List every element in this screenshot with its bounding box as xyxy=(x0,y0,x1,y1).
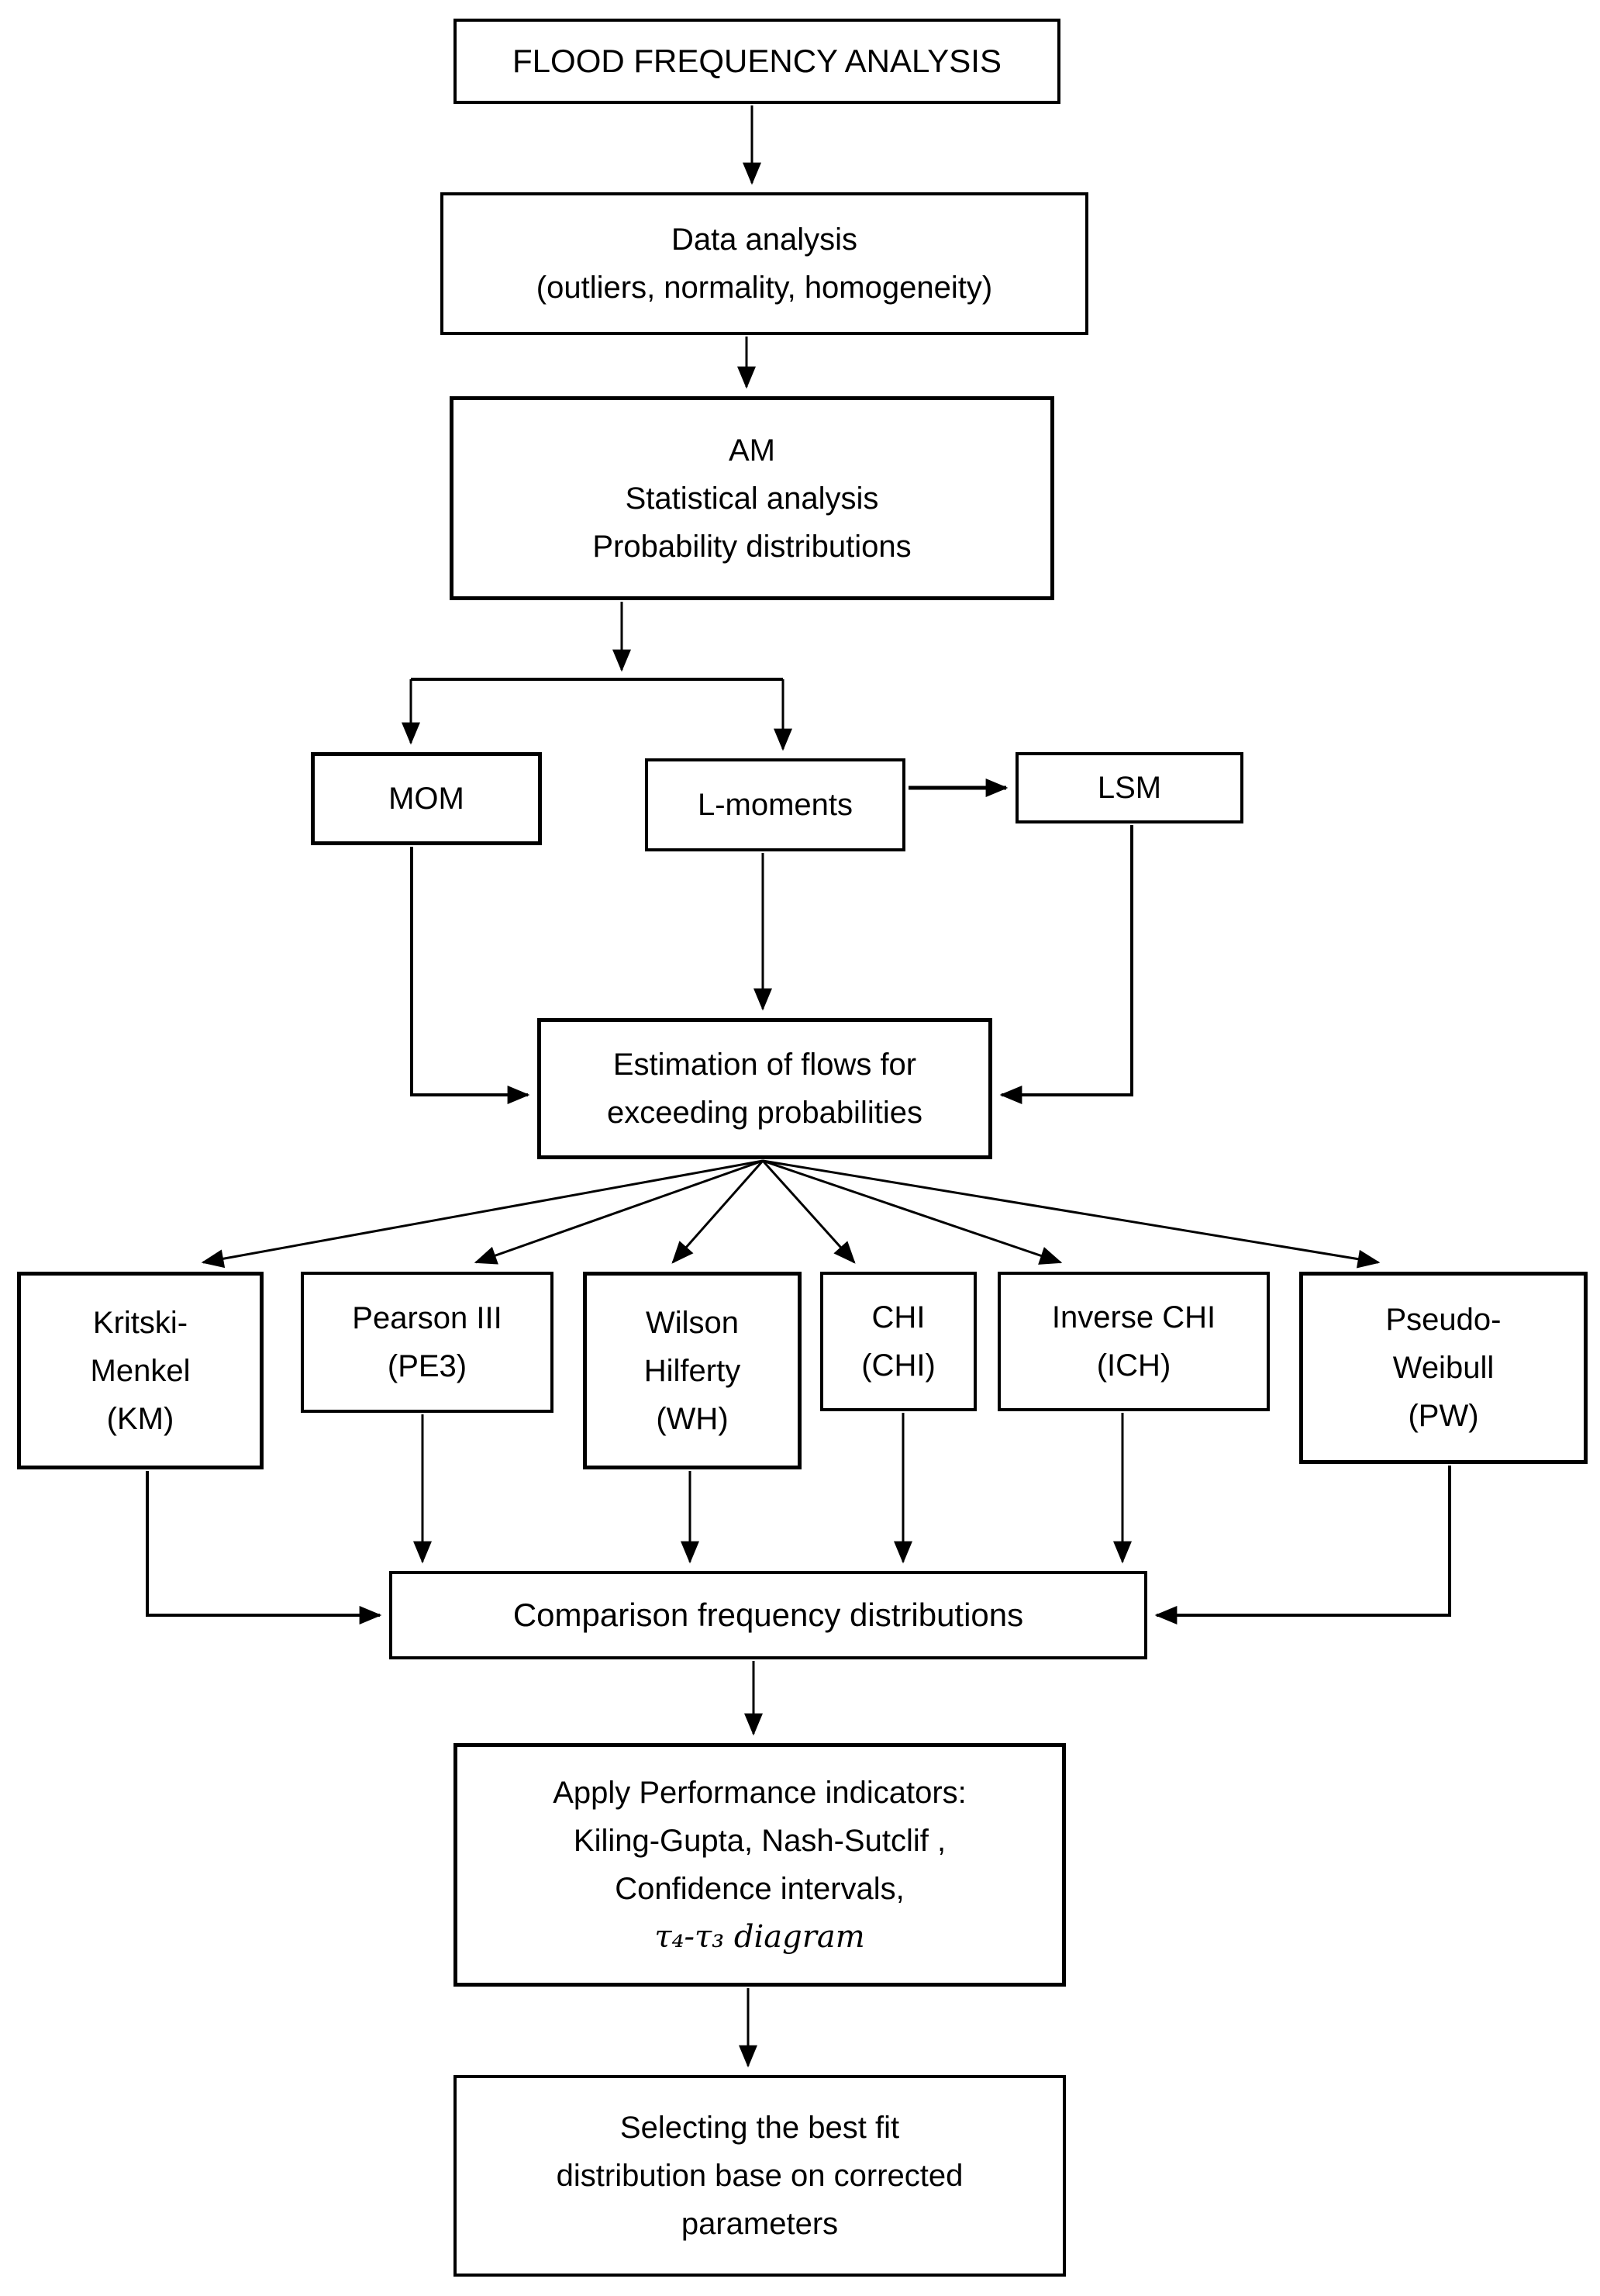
node-am-statistical-analysis: AM Statistical analysis Probability dist… xyxy=(450,396,1054,600)
node-line: Menkel xyxy=(90,1353,191,1388)
node-line: Inverse CHI xyxy=(1051,1300,1216,1334)
node-line: (WH) xyxy=(656,1401,729,1436)
node-lsm: LSM xyxy=(1016,752,1243,823)
node-line: Wilson xyxy=(645,1305,740,1340)
node-line: CHI xyxy=(871,1300,926,1334)
node-l-moments: L-moments xyxy=(645,758,905,851)
arrow-estimation-to-wh xyxy=(671,1160,764,1264)
node-line: Confidence intervals, xyxy=(615,1872,905,1906)
node-line: Hilferty xyxy=(643,1353,741,1388)
node-line: Probability distributions xyxy=(592,529,912,564)
node-kritski-menkel: Kritski- Menkel (KM) xyxy=(17,1272,264,1469)
node-line: Kiling-Gupta, Nash-Sutclif , xyxy=(573,1824,947,1858)
node-line: Selecting the best fit xyxy=(619,2111,900,2145)
arrow-estimation-to-pw xyxy=(762,1159,1381,1269)
node-data-analysis: Data analysis (outliers, normality, homo… xyxy=(440,192,1088,335)
node-line: (PE3) xyxy=(387,1349,467,1383)
arrow-mom-to-estimation xyxy=(410,847,530,1104)
node-line: Pearson III xyxy=(352,1301,502,1335)
node-estimation-of-flows: Estimation of flows for exceeding probab… xyxy=(537,1018,992,1159)
arrow-estimation-to-pe3 xyxy=(474,1159,764,1265)
node-pearson-iii: Pearson III (PE3) xyxy=(301,1272,553,1413)
node-line: (PW) xyxy=(1408,1399,1479,1433)
node-line: AM xyxy=(729,433,775,468)
node-line: Data analysis xyxy=(671,223,858,257)
node-line: (KM) xyxy=(106,1401,174,1436)
arrow-lsm-to-estimation xyxy=(999,825,1133,1104)
node-line: Comparison frequency distributions xyxy=(512,1597,1024,1634)
arrow-km-to-comparison xyxy=(146,1471,382,1624)
node-pseudo-weibull: Pseudo- Weibull (PW) xyxy=(1299,1272,1588,1464)
node-apply-performance-indicators: Apply Performance indicators: Kiling-Gup… xyxy=(453,1743,1066,1987)
node-line: (CHI) xyxy=(861,1348,936,1383)
node-line: Apply Performance indicators: xyxy=(553,1776,967,1810)
node-line-tau-diagram: τ₄-τ₃ diagram xyxy=(654,1919,865,1955)
node-chi: CHI (CHI) xyxy=(820,1272,977,1411)
node-comparison-frequency-distributions: Comparison frequency distributions xyxy=(389,1571,1147,1659)
arrow-pw-to-comparison xyxy=(1154,1466,1451,1624)
node-inverse-chi: Inverse CHI (ICH) xyxy=(998,1272,1270,1411)
node-line: L-moments xyxy=(697,788,853,822)
node-line: parameters xyxy=(681,2207,839,2241)
node-line: Statistical analysis xyxy=(625,481,879,516)
node-wilson-hilferty: Wilson Hilferty (WH) xyxy=(583,1272,802,1469)
node-selecting-best-fit: Selecting the best fit distribution base… xyxy=(453,2075,1066,2277)
node-line: FLOOD FREQUENCY ANALYSIS xyxy=(512,43,1002,80)
node-line: distribution base on corrected xyxy=(556,2159,964,2193)
arrow-estimation-to-chi xyxy=(761,1159,856,1264)
arrow-estimation-to-ich xyxy=(762,1159,1063,1265)
node-mom: MOM xyxy=(311,752,542,845)
node-line: LSM xyxy=(1097,771,1162,805)
node-flood-frequency-analysis: FLOOD FREQUENCY ANALYSIS xyxy=(453,19,1060,104)
node-line: exceeding probabilities xyxy=(607,1096,922,1130)
node-line: Kritski- xyxy=(92,1305,188,1340)
node-line: (ICH) xyxy=(1096,1348,1171,1383)
node-line: (outliers, normality, homogeneity) xyxy=(536,271,993,305)
arrow-estimation-to-km xyxy=(201,1159,764,1269)
node-line: Estimation of flows for xyxy=(612,1048,917,1082)
node-line: Pseudo- xyxy=(1385,1303,1502,1337)
node-line: MOM xyxy=(388,782,464,816)
node-line: Weibull xyxy=(1392,1351,1495,1385)
